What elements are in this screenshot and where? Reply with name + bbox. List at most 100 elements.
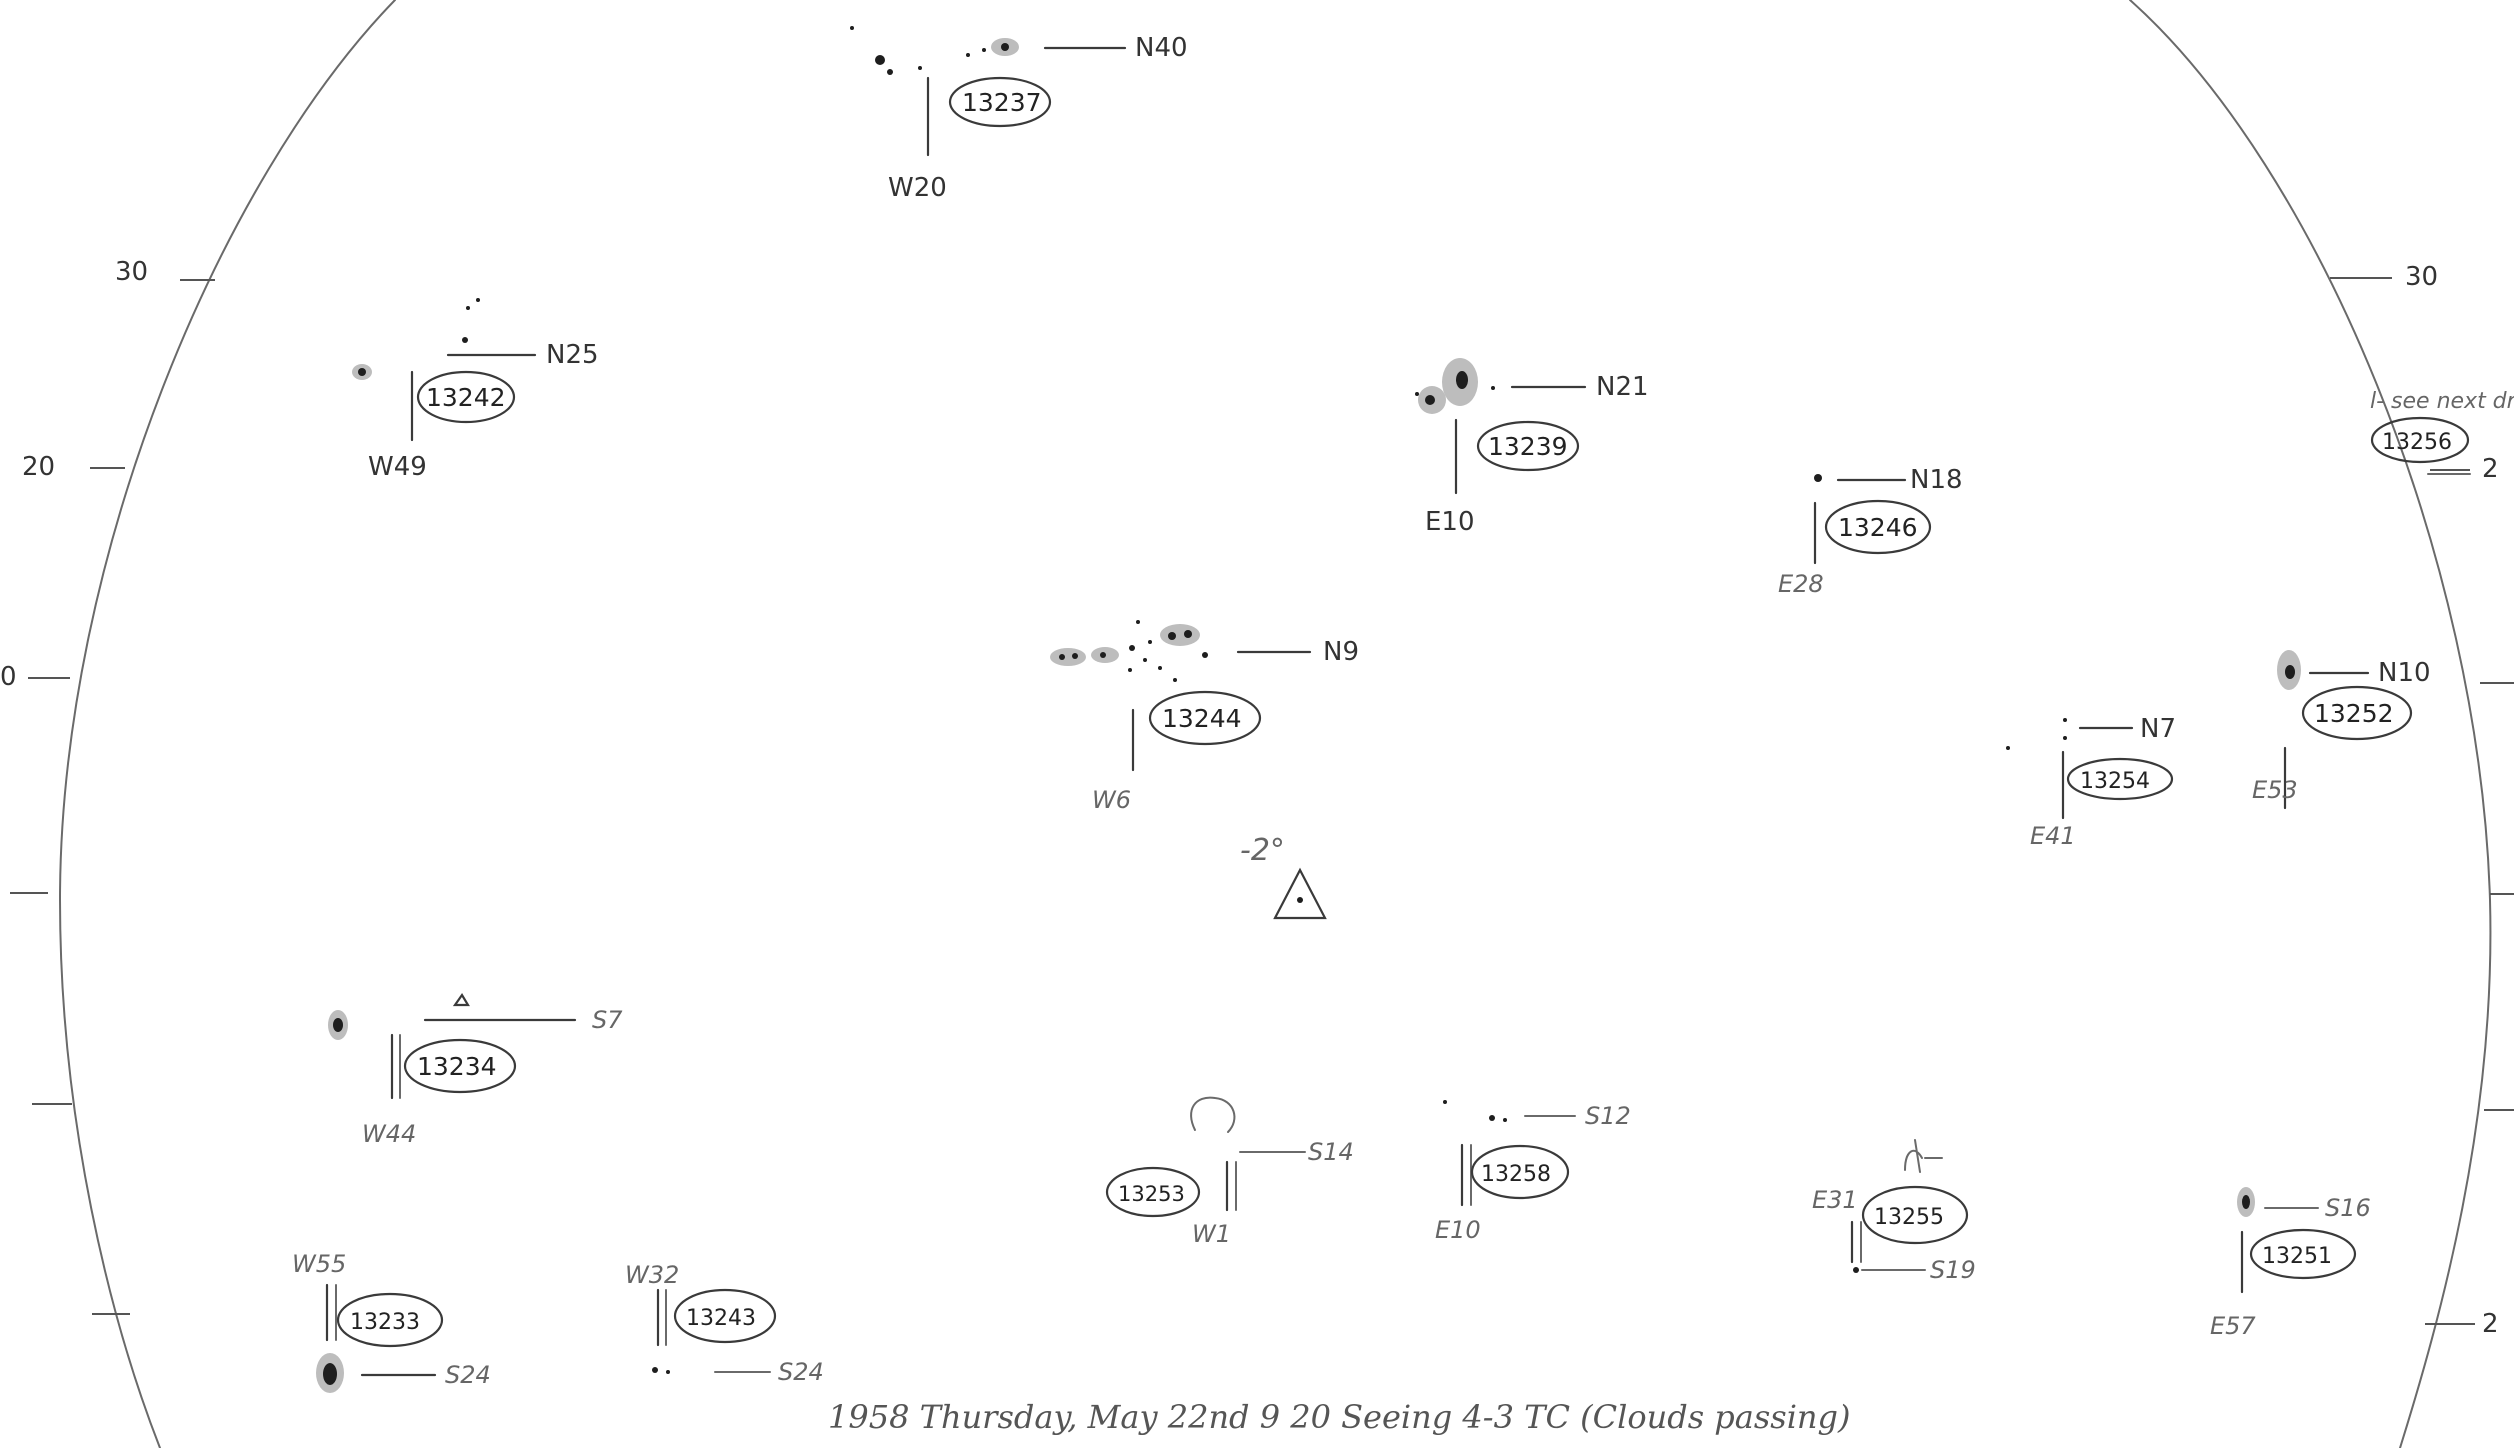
- group-number-ring: [673, 1288, 777, 1344]
- umbra: [1072, 653, 1078, 659]
- pore: [1148, 640, 1152, 644]
- umbra: [2242, 1195, 2250, 1209]
- longitude-label: E10: [1435, 1216, 1481, 1244]
- umbra: [1456, 371, 1468, 389]
- group-number-ring: [948, 76, 1052, 128]
- umbra: [2285, 665, 2295, 679]
- group-number: 13255: [1874, 1205, 1944, 1230]
- sunspot-group-13246: N18 E28 13246: [1778, 465, 1963, 598]
- longitude-label: E57: [2210, 1312, 2256, 1340]
- pore: [476, 298, 480, 302]
- group-number-ring: [403, 1038, 517, 1094]
- latitude-label: N9: [1323, 637, 1359, 667]
- center-mark-label: -2°: [1240, 833, 1285, 868]
- group-number: 13246: [1838, 513, 1918, 542]
- sunspot-group-13251: S16 E57 13251: [2210, 1187, 2371, 1340]
- umbra: [887, 69, 893, 75]
- longitude-label: W6: [1092, 786, 1131, 814]
- latitude-label: S12: [1585, 1102, 1631, 1130]
- pore: [652, 1367, 658, 1373]
- latitude-label: N7: [2140, 714, 2176, 744]
- longitude-label: E41: [2030, 822, 2076, 850]
- pore: [1503, 1118, 1507, 1122]
- scale-label-left-30: 30: [115, 257, 148, 287]
- longitude-label: W44: [362, 1120, 416, 1148]
- latitude-label: S24: [445, 1361, 491, 1389]
- group-number: 13253: [1118, 1182, 1185, 1206]
- group-number-ring: [2249, 1228, 2357, 1280]
- pore: [666, 1370, 670, 1374]
- longitude-label: W1: [1192, 1220, 1231, 1248]
- umbra: [333, 1018, 343, 1032]
- sunspot-group-13244: N9 W6 13244: [1050, 620, 1359, 814]
- latitude-label: S24: [778, 1358, 824, 1386]
- group-number: 13244: [1162, 704, 1242, 733]
- sunspot-group-13258: S12 E10 13258: [1435, 1100, 1631, 1244]
- longitude-label: E10: [1425, 507, 1475, 537]
- pore: [1443, 1100, 1447, 1104]
- group-number: 13243: [686, 1306, 756, 1331]
- umbra: [875, 55, 885, 65]
- umbra: [1100, 652, 1106, 658]
- longitude-label: W32: [625, 1261, 679, 1289]
- group-number-ring: [1861, 1185, 1969, 1245]
- disk-center-mark: -2°: [1240, 833, 1327, 920]
- latitude-label: N21: [1596, 372, 1649, 402]
- umbra: [323, 1363, 337, 1385]
- scale-label-right-20: 2: [2482, 454, 2499, 484]
- pore: [2063, 718, 2067, 722]
- pore: [1415, 392, 1419, 396]
- sunspot-group-13234: S7 W44 13234: [328, 992, 623, 1148]
- scale-label-left-10: 0: [0, 662, 17, 692]
- pore: [1129, 645, 1135, 651]
- pore: [1853, 1267, 1859, 1273]
- group-number: 13252: [2314, 699, 2394, 728]
- sunspot-group-13255: S19 E31 13255: [1812, 1139, 1976, 1284]
- latitude-label: N25: [546, 340, 599, 370]
- group-number-ring: [1470, 1144, 1570, 1200]
- group-number: 13234: [417, 1052, 497, 1081]
- group-number: 13233: [350, 1310, 420, 1335]
- pore: [1158, 666, 1162, 670]
- center-dot: [1297, 897, 1303, 903]
- pore: [462, 337, 468, 343]
- solar-limb: [58, 0, 396, 1448]
- sunspot-group-13256: 13256 l- see next dr: [2370, 389, 2514, 475]
- side-note: l- see next dr: [2370, 389, 2514, 414]
- sunspot-group-13254: N7 E41 13254: [2006, 714, 2176, 850]
- umbra: [1168, 632, 1176, 640]
- pore: [1128, 668, 1132, 672]
- latitude-label: S14: [1308, 1138, 1354, 1166]
- umbra: [1001, 43, 1009, 51]
- pore: [982, 48, 986, 52]
- penumbra: [1160, 624, 1200, 646]
- group-number: 13242: [426, 383, 506, 412]
- umbra: [1059, 654, 1065, 660]
- latitude-label: N18: [1910, 465, 1963, 495]
- latitude-label: S16: [2325, 1194, 2371, 1222]
- pore: [1136, 620, 1140, 624]
- pore: [1489, 1115, 1495, 1121]
- sunspot-group-13239: N21 E10 13239: [1415, 358, 1649, 537]
- umbra: [358, 368, 366, 376]
- group-number: 13237: [962, 88, 1042, 117]
- group-number: 13251: [2262, 1244, 2332, 1269]
- sunspot-group-13253: S14 W1 13253: [1105, 1096, 1354, 1248]
- pore: [466, 306, 470, 310]
- longitude-label: W49: [368, 452, 427, 482]
- sunspot-group-13252: N10 E53 13252: [2252, 650, 2431, 810]
- sunspot-group-13237: N40 W20 13237: [850, 26, 1188, 203]
- pore: [2006, 746, 2010, 750]
- umbra: [1184, 630, 1192, 638]
- pore: [850, 26, 854, 30]
- latitude-label: S7: [592, 1006, 623, 1034]
- longitude-label: E28: [1778, 570, 1824, 598]
- observation-note: 1958 Thursday, May 22nd 9 20 Seeing 4-3 …: [828, 1398, 1851, 1436]
- faculae-sketch: [1190, 1096, 1236, 1133]
- scale-label-right-30: 30: [2405, 262, 2438, 292]
- group-number: 13254: [2080, 769, 2150, 794]
- sunspot-group-13242: N25 W49 13242: [352, 298, 599, 482]
- group-number: 13256: [2382, 430, 2452, 455]
